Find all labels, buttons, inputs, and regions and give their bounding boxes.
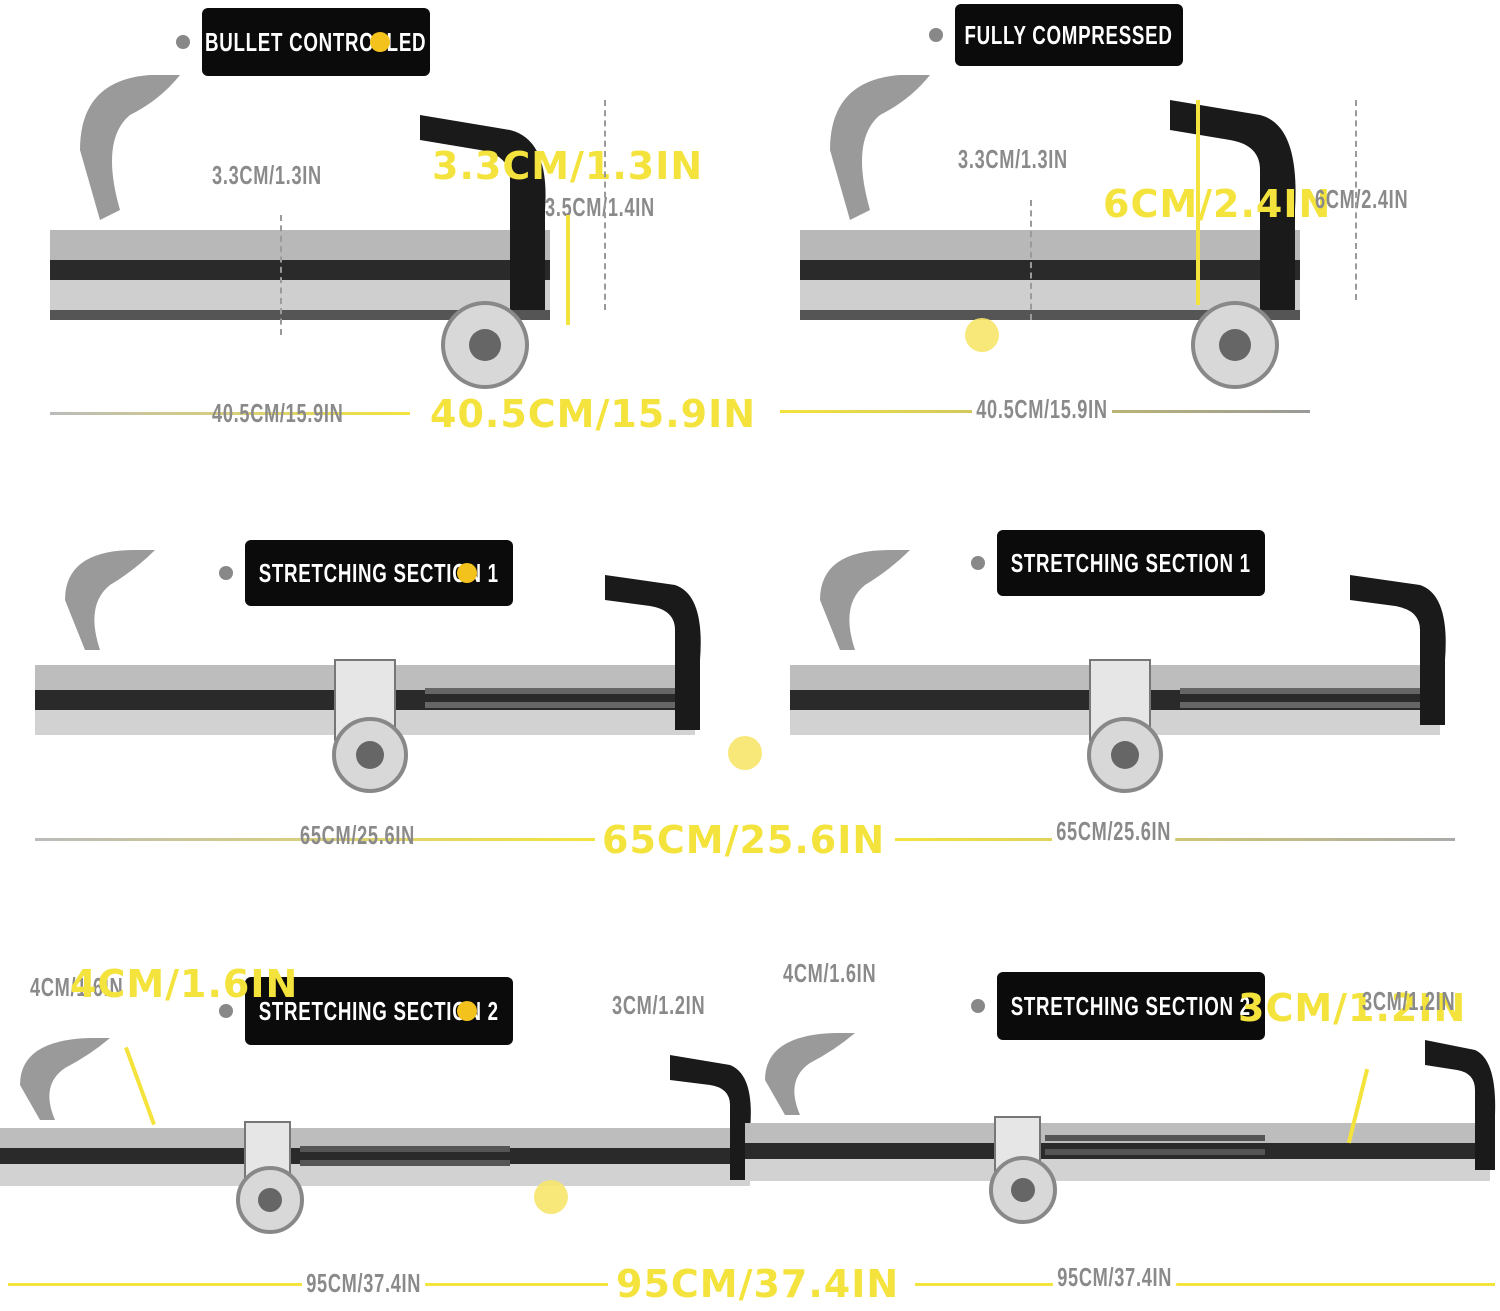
dim-line xyxy=(604,100,606,310)
tool-stretch1-left xyxy=(25,540,725,810)
dim-length: 40.5CM/15.9IN xyxy=(430,392,757,436)
dim-arrow xyxy=(566,215,570,325)
bullet-icon xyxy=(971,999,985,1013)
dim-length-left-ghost: 40.5CM/15.9IN xyxy=(212,398,344,428)
tool-stretch1-right xyxy=(780,540,1480,810)
bullet-icon xyxy=(219,1004,233,1018)
badge-label: BULLET CONTROLLED xyxy=(205,26,427,57)
dim-gap-right-ghost: 3CM/1.2IN xyxy=(1362,986,1456,1016)
lightning-icon xyxy=(457,1001,477,1021)
dim-mid-ghost-a: 3CM/1.2IN xyxy=(612,990,706,1020)
lightning-icon xyxy=(457,563,477,583)
dim-length: 65CM/25.6IN xyxy=(602,818,886,862)
dim-length-left-ghost: 95CM/37.4IN xyxy=(302,1268,426,1299)
tool-compressed-left xyxy=(40,60,600,400)
dim-height-right: 6CM/2.4IN xyxy=(1103,182,1332,226)
dim-mid-ghost-b: 4CM/1.6IN xyxy=(783,958,877,988)
dim-gap-left: 3.3CM/1.3IN xyxy=(432,144,704,188)
badge-stretching-1-right: STRETCHING SECTION 1 xyxy=(971,530,1265,596)
badge-bullet-controlled: BULLET CONTROLLED xyxy=(176,8,430,76)
tool-compressed-right xyxy=(790,60,1350,400)
tool-stretch2-right xyxy=(745,1025,1500,1245)
dim-gap-right: 3CM/1.2IN xyxy=(1238,986,1467,1030)
lightning-icon xyxy=(370,32,390,52)
bullet-icon xyxy=(219,566,233,580)
dim-length-left-ghost: 65CM/25.6IN xyxy=(300,820,415,850)
badge-stretching-1-left: STRETCHING SECTION 1 xyxy=(219,540,513,606)
dim-gap-left-ghost: 3.3CM/1.3IN xyxy=(212,160,322,190)
dim-line xyxy=(280,215,282,335)
dim-length-right-ghost: 40.5CM/15.9IN xyxy=(972,394,1112,425)
tool-stretch2-left xyxy=(0,1030,760,1250)
dim-length-right-ghost: 95CM/37.4IN xyxy=(1053,1262,1177,1293)
dim-length: 95CM/37.4IN xyxy=(616,1262,900,1306)
dim-height-right-ghost: 6CM/2.4IN xyxy=(1315,184,1409,214)
dim-line xyxy=(35,838,595,841)
dim-gap-left-ghost: 4CM/1.6IN xyxy=(30,972,124,1002)
badge-stretching-2-left: STRETCHING SECTION 2 xyxy=(219,977,513,1045)
badge-label: STRETCHING SECTION 1 xyxy=(1010,547,1252,578)
marker-dot xyxy=(534,1180,568,1214)
dim-height-left-ghost: 3.5CM/1.4IN xyxy=(545,192,655,222)
badge-fully-compressed: FULLY COMPRESSED xyxy=(929,4,1183,66)
dim-gap-right-ghost: 3.3CM/1.3IN xyxy=(958,144,1068,174)
bullet-icon xyxy=(176,35,190,49)
marker-dot xyxy=(728,736,762,770)
marker-dot xyxy=(965,318,999,352)
bullet-icon xyxy=(971,556,985,570)
dim-line xyxy=(1355,100,1357,300)
dim-line xyxy=(50,412,410,415)
bullet-icon xyxy=(929,28,943,42)
badge-label: FULLY COMPRESSED xyxy=(964,19,1174,50)
dim-gap-left: 4CM/1.6IN xyxy=(70,962,299,1006)
dim-length-right-ghost: 65CM/25.6IN xyxy=(1052,816,1176,847)
dim-arrow xyxy=(1196,100,1200,305)
dim-line xyxy=(915,1283,1495,1286)
badge-stretching-2-right: STRETCHING SECTION 2 xyxy=(971,972,1265,1040)
badge-label: STRETCHING SECTION 2 xyxy=(1010,990,1252,1021)
dim-line xyxy=(1030,200,1032,320)
